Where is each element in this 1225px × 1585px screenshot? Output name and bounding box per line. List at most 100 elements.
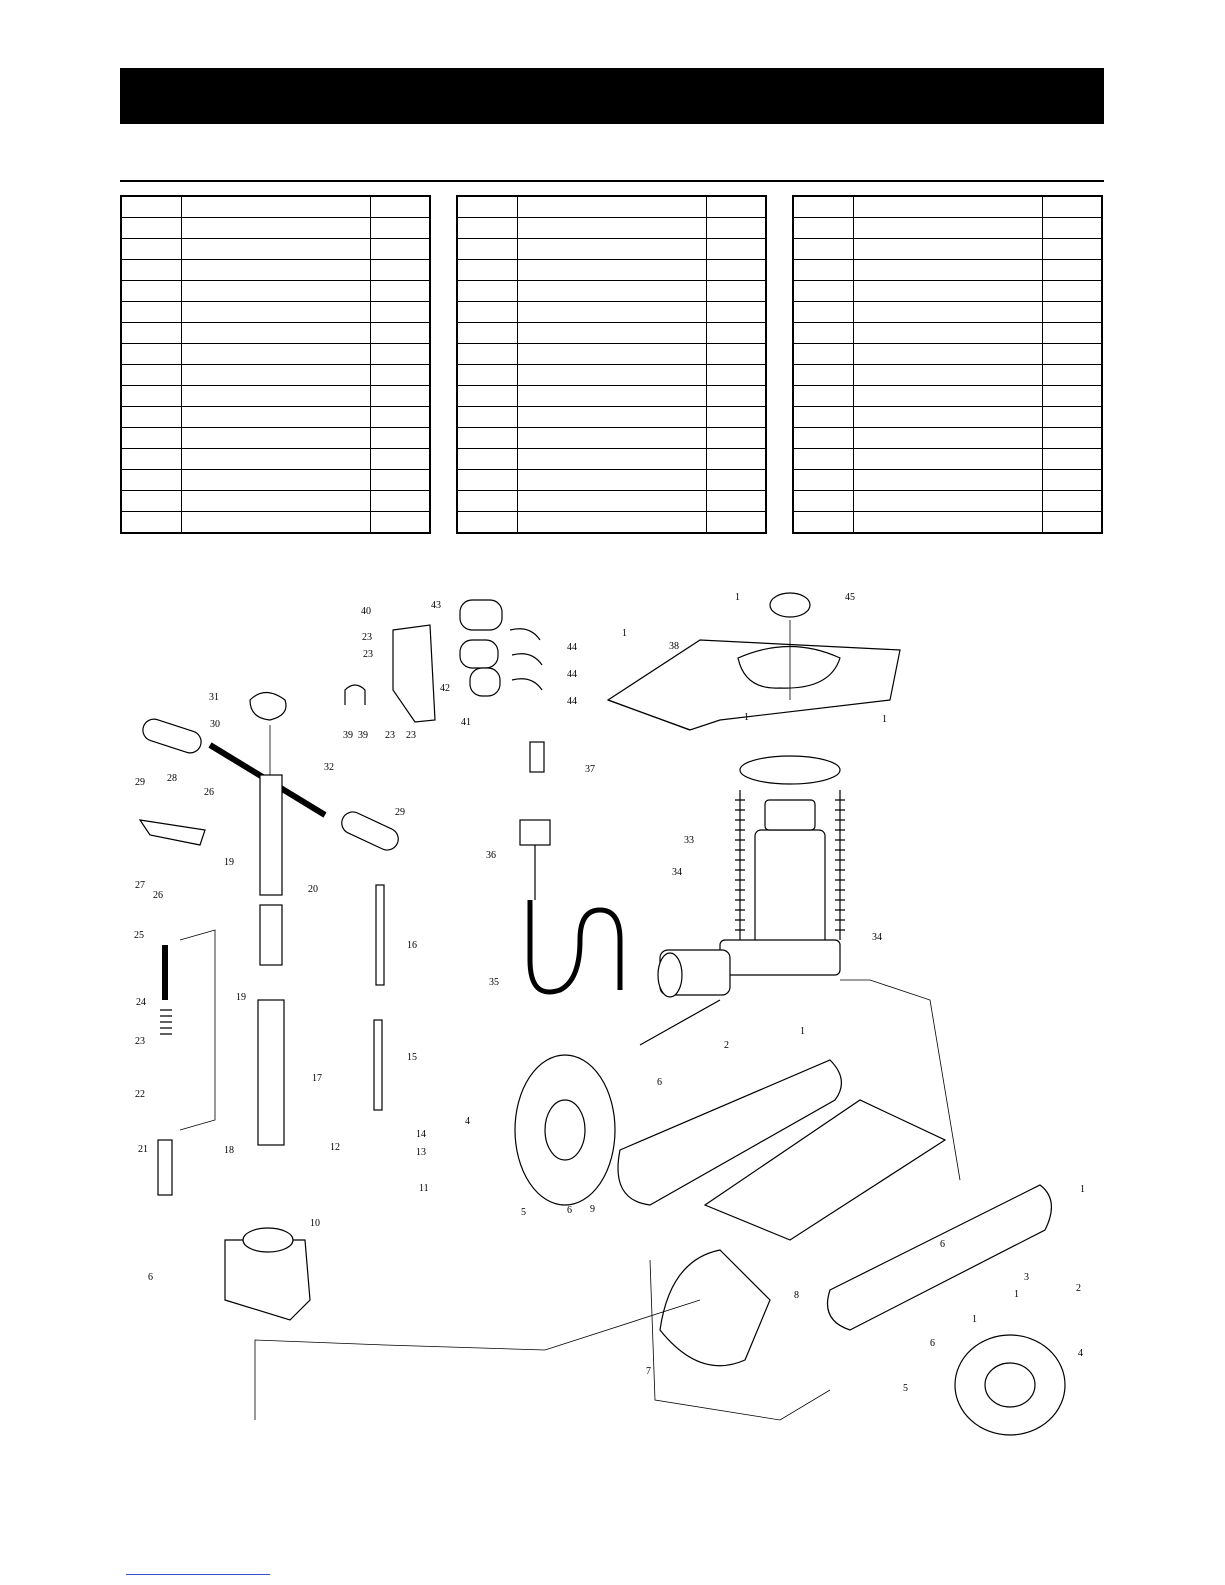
side-frame-left <box>617 1059 842 1206</box>
section-rule <box>120 180 1104 182</box>
table-cell <box>853 238 1043 260</box>
table-row <box>120 427 431 449</box>
part-number-label: 18 <box>224 1145 234 1156</box>
table-row <box>792 406 1103 428</box>
table-cell <box>706 469 767 491</box>
part-number-label: 6 <box>930 1338 935 1349</box>
table-row <box>120 343 431 365</box>
table-cell <box>370 427 431 449</box>
roller-42 <box>459 639 499 669</box>
diagram-drawing <box>138 592 1066 1436</box>
table-cell <box>181 280 371 302</box>
table-row <box>120 448 431 470</box>
table-cell <box>456 364 518 386</box>
jack-cap <box>764 799 816 831</box>
table-cell <box>120 364 182 386</box>
table-row <box>456 217 767 239</box>
table-cell <box>370 406 431 428</box>
part-number-label: 12 <box>330 1142 340 1153</box>
table-cell <box>792 217 854 239</box>
table-row <box>456 195 767 218</box>
part-number-label: 1 <box>1080 1184 1085 1195</box>
table-cell <box>181 385 371 407</box>
table-cell <box>706 385 767 407</box>
table-cell <box>706 448 767 470</box>
part-number-label: 44 <box>567 669 577 680</box>
table-cell <box>853 385 1043 407</box>
part-number-label: 28 <box>167 773 177 784</box>
table-cell <box>120 301 182 323</box>
part-number-label: 38 <box>669 641 679 652</box>
table-cell <box>181 469 371 491</box>
handle-tube-20 <box>259 904 283 966</box>
table-cell <box>517 238 707 260</box>
table-cell <box>792 448 854 470</box>
table-cell <box>181 364 371 386</box>
side-frame-right <box>826 1184 1052 1331</box>
table-cell <box>456 343 518 365</box>
table-cell <box>1042 217 1103 239</box>
table-cell <box>120 385 182 407</box>
part-number-label: 13 <box>416 1147 426 1158</box>
table-row <box>792 490 1103 512</box>
table-cell <box>853 343 1043 365</box>
part-number-label: 34 <box>872 932 882 943</box>
table-cell <box>517 259 707 281</box>
spring-24 <box>160 1009 172 1035</box>
table-cell <box>517 301 707 323</box>
table-cell <box>792 511 854 534</box>
table-cell <box>120 448 182 470</box>
table-row <box>456 490 767 512</box>
table-row <box>456 322 767 344</box>
rod-21 <box>157 1139 173 1196</box>
table-row <box>120 259 431 281</box>
part-number-label: 32 <box>324 762 334 773</box>
part-number-label: 6 <box>940 1239 945 1250</box>
table-cell <box>181 511 371 534</box>
table-cell <box>792 322 854 344</box>
table-row <box>456 259 767 281</box>
grip-29-right <box>341 811 399 851</box>
table-cell <box>181 238 371 260</box>
bracket-40 <box>392 624 436 723</box>
table-cell <box>456 448 518 470</box>
roller-41 <box>469 667 501 697</box>
table-cell <box>706 301 767 323</box>
part-number-label: 26 <box>204 787 214 798</box>
table-cell <box>517 280 707 302</box>
table-cell <box>853 259 1043 281</box>
table-cell <box>517 448 707 470</box>
cradle-7 <box>659 1249 771 1367</box>
table-cell <box>792 406 854 428</box>
part-number-label: 10 <box>310 1218 320 1229</box>
part-number-label: 7 <box>646 1366 651 1377</box>
table-row <box>120 280 431 302</box>
pump-rod <box>639 999 721 1046</box>
table-cell <box>456 385 518 407</box>
clip-44-b <box>511 653 543 666</box>
table-row <box>456 385 767 407</box>
table-cell <box>120 427 182 449</box>
part-number-label: 15 <box>407 1052 417 1063</box>
table-cell <box>370 238 431 260</box>
part-number-label: 1 <box>735 592 740 603</box>
part-number-label: 16 <box>407 940 417 951</box>
table-cell <box>370 364 431 386</box>
part-number-label: 36 <box>486 850 496 861</box>
roller-43 <box>459 599 503 631</box>
table-cell <box>181 322 371 344</box>
rod-15 <box>373 1019 383 1111</box>
table-cell <box>517 195 707 218</box>
table-row <box>120 406 431 428</box>
part-number-label: 23 <box>362 632 372 643</box>
assembly-line-b <box>179 929 216 1131</box>
table-row <box>120 195 431 218</box>
table-cell <box>517 469 707 491</box>
jack-ram <box>739 755 841 785</box>
table-cell <box>120 195 182 218</box>
table-cell <box>792 195 854 218</box>
table-cell <box>1042 469 1103 491</box>
table-row <box>792 301 1103 323</box>
wheel-5-left <box>514 1054 616 1206</box>
table-cell <box>370 301 431 323</box>
